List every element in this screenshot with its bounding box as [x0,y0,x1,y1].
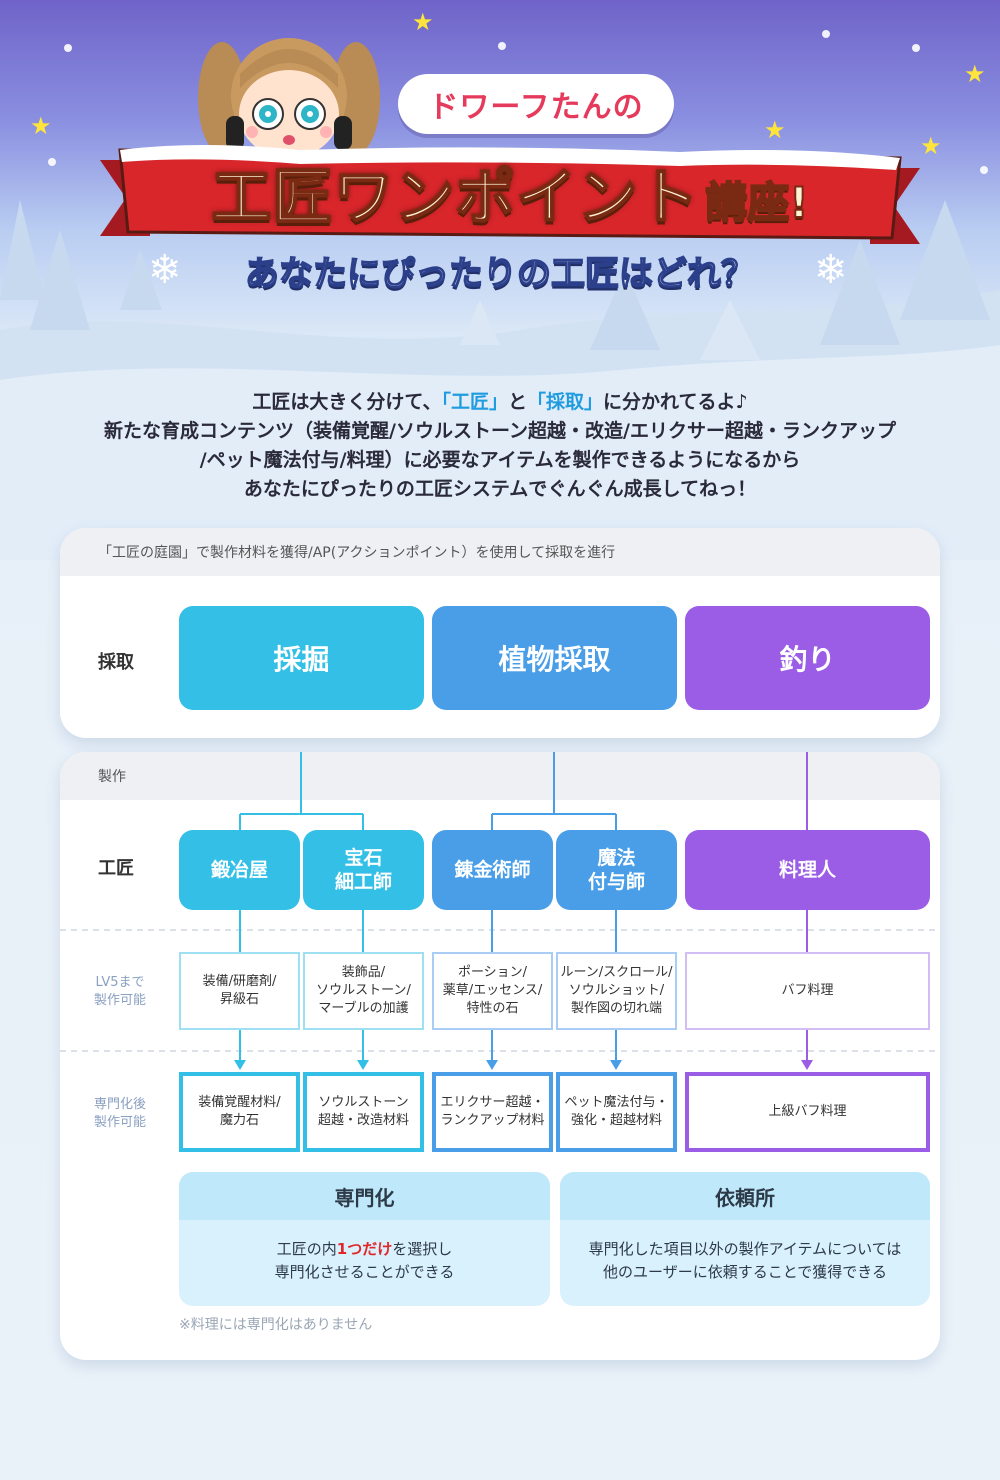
banner-title-small: 講座! [704,177,809,228]
connector-lines [60,752,940,1070]
specialization-info-pre: 工匠の内 [276,1240,337,1258]
snowflake-icon: ❄ [148,247,182,293]
lv5-item-alchemist: ポーション/ 薬草/エッセンス/ 特性の石 [432,952,553,1030]
star-icon: ★ [30,112,52,140]
snow-dot [822,30,830,38]
spec-item-enchanter: ペット魔法付与・ 強化・超越材料 [556,1072,677,1152]
cooking-note: ※料理には専門化はありません [179,1317,373,1333]
specialization-info-title: 専門化 [179,1172,550,1220]
intro-line-1: 工匠は大きく分けて、「工匠」と「採取」に分かれてるよ♪ [0,388,1000,417]
craftsman-row-label: 工匠 [98,858,134,879]
intro-line-1-post: に分かれてるよ♪ [603,391,748,413]
request-office-info-box: 依頼所 専門化した項目以外の製作アイテムについては 他のユーザーに依頼することで… [560,1172,930,1306]
star-icon: ★ [412,8,434,36]
specialization-info-body: 工匠の内1つだけを選択し 専門化させることができる [179,1220,550,1284]
intro-line-1-pre: 工匠は大きく分けて、 [252,391,442,413]
intro-line-4: あなたにぴったりの工匠システムでぐんぐん成長してねっ！ [243,478,757,500]
specialization-row-label: 専門化後 製作可能 [93,1097,146,1130]
spec-item-alchemist: エリクサー超越・ ランクアップ材料 [432,1072,553,1152]
snow-dot [48,158,56,166]
snow-dot [980,166,988,174]
specialization-info-box: 専門化 工匠の内1つだけを選択し 専門化させることができる [179,1172,550,1306]
lv5-row-label: LV5まで 製作可能 [93,975,146,1008]
crafting-card-header: 製作 [60,752,940,800]
specialization-info-highlight: 1つだけ [336,1240,393,1258]
specialization-info-line2: 専門化させることができる [274,1263,455,1281]
crafting-card: 製作 [60,752,940,1360]
banner-title: 工匠ワンポイント 講座! [170,152,850,236]
spec-item-jeweler: ソウルストーン 超越・改造材料 [303,1072,424,1152]
red-ribbon-banner [100,145,920,244]
speech-bubble: ドワーフたんの [398,74,674,134]
intro-line-3: /ペット魔法付与/料理）に必要なアイテムを製作できるようになるから [199,449,801,471]
lv5-item-cook: バフ料理 [685,952,930,1030]
star-icon: ★ [920,132,942,160]
lv5-item-enchanter: ルーン/スクロール/ ソウルショット/ 製作図の切れ端 [556,952,677,1030]
job-blacksmith: 鍛冶屋 [179,830,300,910]
lv5-item-jeweler: 装飾品/ ソウルストーン/ マーブルの加護 [303,952,424,1030]
request-office-info-title: 依頼所 [560,1172,930,1220]
intro-line-1-mid: と [507,391,527,413]
gather-plant: 植物採取 [432,606,677,710]
job-enchanter: 魔法 付与師 [556,830,677,910]
job-cook: 料理人 [685,830,930,910]
gathering-card-header: 「工匠の庭園」で製作材料を獲得/AP(アクションポイント）を使用して採取を進行 [60,528,940,576]
spec-item-cook: 上級バフ料理 [685,1072,930,1152]
lv5-item-blacksmith: 装備/研磨剤/ 昇級石 [179,952,300,1030]
intro-text: 工匠は大きく分けて、「工匠」と「採取」に分かれてるよ♪ 新たな育成コンテンツ（装… [0,388,1000,504]
spec-item-blacksmith: 装備覚醒材料/ 魔力石 [179,1072,300,1152]
snowy-scenery [0,200,1000,560]
gather-mining: 採掘 [179,606,424,710]
snowflake-icon: ❄ [814,247,848,293]
snow-dot [912,44,920,52]
banner-title-main: 工匠ワンポイント [210,162,700,234]
intro-line-2: 新たな育成コンテンツ（装備覚醒/ソウルストーン超越・改造/エリクサー超越・ランク… [104,420,896,442]
request-office-info-body: 専門化した項目以外の製作アイテムについては 他のユーザーに依頼することで獲得でき… [588,1240,902,1281]
snow-dot [64,44,72,52]
bubble-text: ドワーフたんの [428,90,644,125]
snow-dot [498,42,506,50]
subtitle: あなたにぴったりの工匠はどれ？ [244,253,756,295]
job-alchemist: 錬金術師 [432,830,553,910]
specialization-info-post: を選択し [392,1240,453,1258]
gathering-card: 「工匠の庭園」で製作材料を獲得/AP(アクションポイント）を使用して採取を進行 … [60,528,940,738]
job-jeweler: 宝石 細工師 [303,830,424,910]
gathering-row-label: 採取 [98,652,134,673]
intro-highlight-gather: 「採取」 [527,391,604,413]
intro-highlight-craft: 「工匠」 [441,391,508,413]
star-icon: ★ [964,60,986,88]
star-icon: ★ [764,116,786,144]
gather-fishing: 釣り [685,606,930,710]
